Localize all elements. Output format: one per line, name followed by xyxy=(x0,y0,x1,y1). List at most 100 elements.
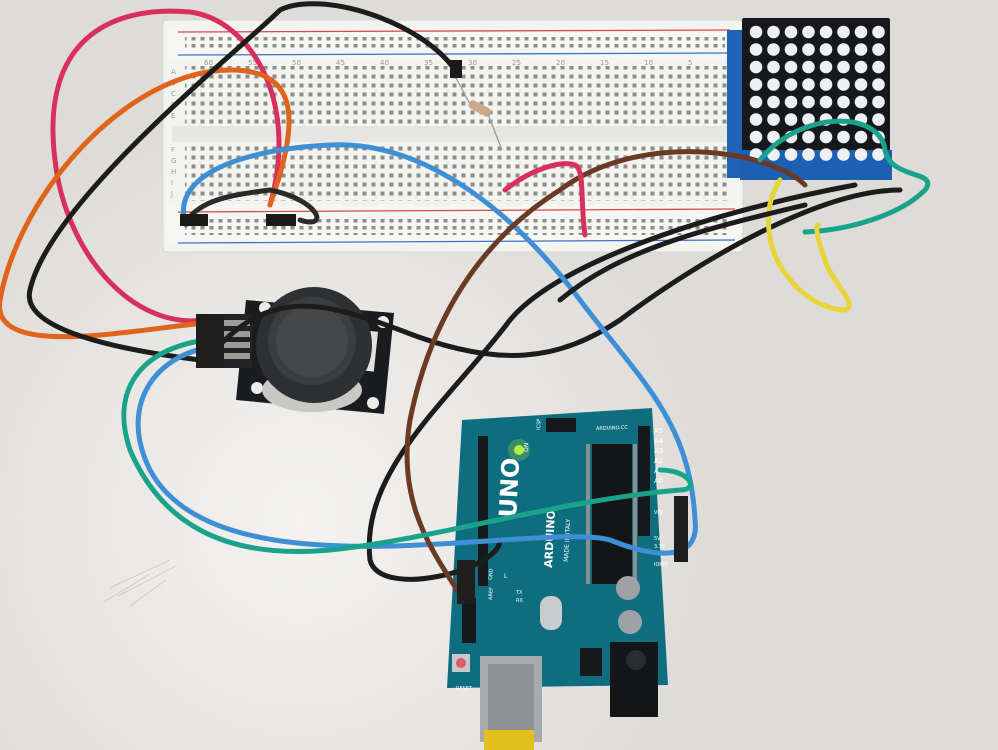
led-dot xyxy=(784,25,798,39)
breadboard-column-number: 5 xyxy=(688,59,692,67)
led-dot xyxy=(837,60,850,74)
led-dot xyxy=(837,78,850,91)
led-dot xyxy=(784,43,798,56)
brown-wire xyxy=(404,149,808,603)
center-channel xyxy=(172,126,732,142)
led-dot xyxy=(854,130,868,144)
blue-wire xyxy=(135,142,698,556)
led-dot xyxy=(784,95,798,109)
led-dot xyxy=(802,130,815,144)
led-dot xyxy=(784,148,798,161)
arduino-url-label: ARDUINO.CC xyxy=(596,425,629,432)
led-dot xyxy=(872,60,885,74)
capacitor xyxy=(616,576,640,600)
led-dot xyxy=(854,25,868,39)
3v3-label: 3.3V xyxy=(654,544,666,550)
breadboard-column-number: 20 xyxy=(556,59,565,67)
led-dot xyxy=(802,95,815,109)
aref-label: AREF xyxy=(488,587,495,600)
analog-pin-label: A0 xyxy=(654,477,663,485)
yellow-wire xyxy=(765,177,852,313)
led-dot xyxy=(872,95,885,109)
led-dot xyxy=(872,148,885,161)
jumper-wires xyxy=(0,1,931,603)
led-dot xyxy=(802,43,815,56)
led-dot xyxy=(872,78,885,91)
led-dot xyxy=(767,78,780,91)
led-dot xyxy=(837,130,850,144)
breadboard-row-letter: C xyxy=(171,90,176,98)
tx-label: TX xyxy=(515,590,523,596)
led-dot xyxy=(819,148,833,161)
breadboard-column-number: 50 xyxy=(292,59,301,67)
breadboard-row-letter: G xyxy=(171,157,176,165)
capacitor xyxy=(618,610,642,634)
red-wire-short xyxy=(502,161,588,238)
breadboard-column-number: 55 xyxy=(248,59,257,67)
led-dot xyxy=(802,113,815,126)
led-dot xyxy=(767,95,780,109)
dark-wire-breadboard xyxy=(183,187,320,225)
led-dot xyxy=(749,113,763,126)
led-dot xyxy=(749,95,763,109)
breadboard-column-number: 45 xyxy=(336,59,345,67)
led-dot xyxy=(854,95,868,109)
led-dot xyxy=(749,60,763,74)
black-wire-to-board xyxy=(366,182,858,582)
wire-pin-tips xyxy=(180,60,688,604)
vin-label: VIN xyxy=(654,510,663,516)
power-on-label: ON xyxy=(523,443,530,453)
led-dot xyxy=(819,78,833,91)
led-dot xyxy=(819,25,833,39)
icsp-header xyxy=(546,418,576,432)
led-dot xyxy=(837,95,850,109)
breadboard-row-letter: J xyxy=(170,190,173,198)
led-dot xyxy=(854,148,868,161)
breadboard-row-letter: A xyxy=(171,68,176,76)
black-wire-matrix-top xyxy=(557,202,808,303)
orange-wire xyxy=(0,67,292,340)
led-dot xyxy=(749,130,763,144)
led-dot xyxy=(854,43,868,56)
led-dot xyxy=(872,43,885,56)
made-in-label: MADE IN ITALY xyxy=(563,518,572,562)
led-dot xyxy=(802,25,815,39)
led-dot xyxy=(767,25,780,39)
analog-pin-label: A5 xyxy=(654,427,663,435)
led-dot xyxy=(837,25,850,39)
led-dot xyxy=(837,148,850,161)
breadboard-column-number: 35 xyxy=(424,59,433,67)
red-wire xyxy=(50,8,282,324)
led-dot xyxy=(854,60,868,74)
rx-label: RX xyxy=(516,598,523,604)
arduino-logo-uno: UNO xyxy=(494,457,525,518)
led-dot xyxy=(784,78,798,91)
led-dot xyxy=(749,25,763,39)
analog-pin-label: A3 xyxy=(654,447,663,455)
icsp-label: ICSP xyxy=(536,419,543,430)
breadboard-row-letter: E xyxy=(171,112,175,120)
breadboard-column-number: 40 xyxy=(380,59,389,67)
analog-pin-label: A4 xyxy=(654,437,664,445)
led-dot xyxy=(802,148,815,161)
led-matrix-module xyxy=(727,18,892,180)
voltage-regulator xyxy=(580,648,602,676)
led-dot xyxy=(767,43,780,56)
5v-label: 5V xyxy=(654,536,661,542)
usb-cable xyxy=(484,730,534,750)
led-dot-grid xyxy=(749,25,885,161)
black-wire-to-matrix xyxy=(212,187,903,358)
led-dot xyxy=(784,113,798,126)
breadboard-column-number: 10 xyxy=(644,59,653,67)
led-dot xyxy=(802,60,815,74)
crystal xyxy=(540,596,562,630)
joystick-module xyxy=(200,287,394,414)
led-dot xyxy=(767,60,780,74)
led-dot xyxy=(819,130,833,144)
led-dot xyxy=(749,43,763,56)
breadboard-row-letter: I xyxy=(171,179,173,187)
led-dot xyxy=(819,43,833,56)
led-dot xyxy=(837,43,850,56)
breadboard-row-letter: H xyxy=(171,168,176,176)
